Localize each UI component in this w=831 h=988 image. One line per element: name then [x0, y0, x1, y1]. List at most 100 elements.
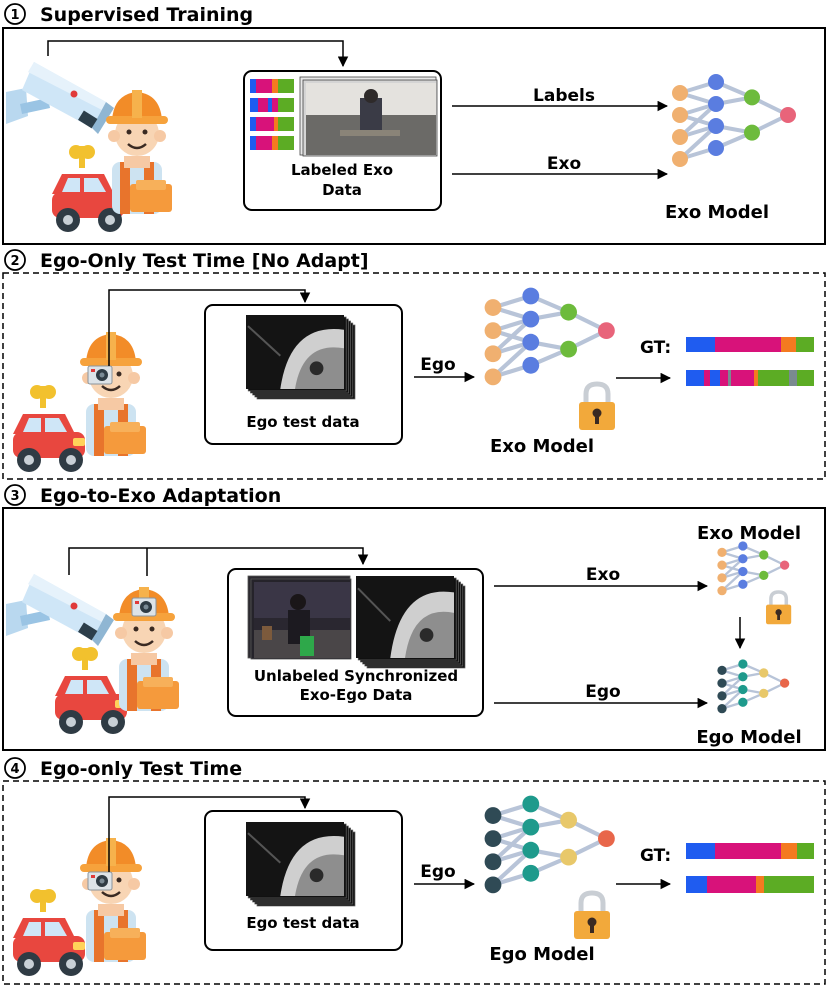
connector-line	[108, 796, 311, 872]
network-node	[717, 586, 727, 596]
network-node	[484, 807, 502, 824]
network-node	[708, 118, 724, 134]
network-node	[780, 560, 790, 570]
network-edge	[678, 102, 718, 139]
arrow-exo-text: Exo	[586, 565, 620, 585]
worker-icon	[78, 330, 148, 458]
network-node	[717, 665, 727, 676]
network-node	[598, 830, 615, 848]
panel4-frame	[2, 780, 826, 985]
ego-model-network	[717, 659, 790, 714]
arrow-labels-text: Labels	[533, 86, 595, 106]
network-node	[738, 554, 748, 564]
worker-icon	[78, 836, 148, 964]
ego-model-network	[484, 795, 615, 894]
network-edge	[721, 688, 744, 710]
network-node	[708, 96, 724, 112]
network-node	[484, 876, 502, 894]
connector-line	[68, 547, 369, 575]
ego-test-data-label: Ego test data	[246, 413, 359, 431]
network-edge	[721, 557, 744, 579]
network-edge	[491, 340, 533, 379]
gt-segment-bar	[686, 843, 814, 859]
network-node	[484, 322, 502, 340]
ego-video-frames	[246, 822, 356, 907]
exo-video-frames	[247, 575, 352, 660]
exo-model-network	[484, 287, 615, 386]
network-node	[672, 129, 688, 145]
arrow-ego-text: Ego	[420, 862, 455, 882]
network-node	[738, 697, 748, 707]
network-node	[744, 89, 760, 106]
network-node	[522, 864, 540, 882]
ego-video-frames	[246, 315, 356, 400]
network-node	[522, 310, 540, 328]
network-edge	[678, 124, 718, 161]
network-node	[560, 848, 577, 866]
panel3-frame	[2, 507, 826, 751]
toy-car-icon	[13, 385, 85, 472]
head-camera-icon	[131, 597, 157, 617]
panel2-title: Ego-Only Test Time [No Adapt]	[40, 250, 369, 272]
prediction-segment-bar	[686, 370, 814, 386]
network-node	[738, 672, 748, 682]
network-edge	[491, 848, 533, 887]
gt-segment-bar	[686, 337, 814, 352]
network-node	[717, 573, 727, 583]
video-frame-shape	[419, 628, 434, 642]
network-node	[522, 333, 540, 351]
exo-model-network	[672, 74, 796, 167]
synchronized-data-line1: Unlabeled Synchronized	[254, 667, 458, 685]
video-frame-shape	[247, 325, 281, 357]
gt-label: GT:	[640, 338, 671, 358]
head-camera-icon	[87, 365, 113, 385]
network-node	[717, 560, 727, 570]
exo-model-label: Exo Model	[665, 202, 769, 223]
network-node	[717, 678, 727, 688]
video-frame-shape	[357, 587, 392, 622]
panel1-number: 1	[10, 8, 19, 23]
network-edge	[491, 825, 533, 864]
ego-model-label: Ego Model	[489, 944, 594, 965]
video-frame-shape	[309, 868, 324, 883]
network-node	[738, 541, 748, 551]
panel2-heading: 2 Ego-Only Test Time [No Adapt]	[4, 249, 369, 272]
network-node	[484, 368, 502, 386]
network-node	[672, 151, 688, 167]
network-node	[738, 566, 748, 577]
panel4-title: Ego-only Test Time	[40, 758, 242, 780]
network-node	[744, 124, 760, 141]
arrow-ego-text: Ego	[585, 682, 620, 702]
security-camera-icon	[6, 62, 114, 134]
synchronized-data-line2: Exo-Ego Data	[300, 686, 413, 704]
network-edge	[721, 570, 744, 592]
panel3-number: 3	[10, 489, 19, 504]
network-node	[522, 795, 540, 813]
video-frame-shape	[247, 832, 281, 864]
lock-icon	[574, 893, 610, 939]
network-node	[780, 678, 790, 688]
toy-car-icon	[55, 647, 127, 734]
panel1-title: Supervised Training	[40, 4, 253, 26]
exo-model-label: Exo Model	[697, 523, 801, 544]
network-node	[598, 322, 615, 340]
network-node	[484, 299, 502, 316]
network-node	[522, 841, 540, 859]
network-node	[484, 830, 502, 848]
network-node	[759, 668, 769, 678]
labeled-exo-data-line2: Data	[322, 181, 362, 199]
network-edge	[491, 317, 533, 356]
network-node	[717, 704, 727, 714]
network-node	[484, 853, 502, 871]
network-node	[560, 811, 577, 829]
network-node	[522, 356, 540, 374]
head-camera-icon	[87, 871, 113, 891]
labeled-exo-data-line1: Labeled Exo	[291, 161, 393, 179]
network-node	[484, 345, 502, 363]
network-node	[708, 140, 724, 156]
label-bars	[250, 79, 294, 150]
arrow-exo-text: Exo	[547, 154, 581, 174]
ego-video-frames	[356, 576, 466, 669]
panel3-title: Ego-to-Exo Adaptation	[40, 485, 281, 507]
network-node	[708, 74, 724, 90]
